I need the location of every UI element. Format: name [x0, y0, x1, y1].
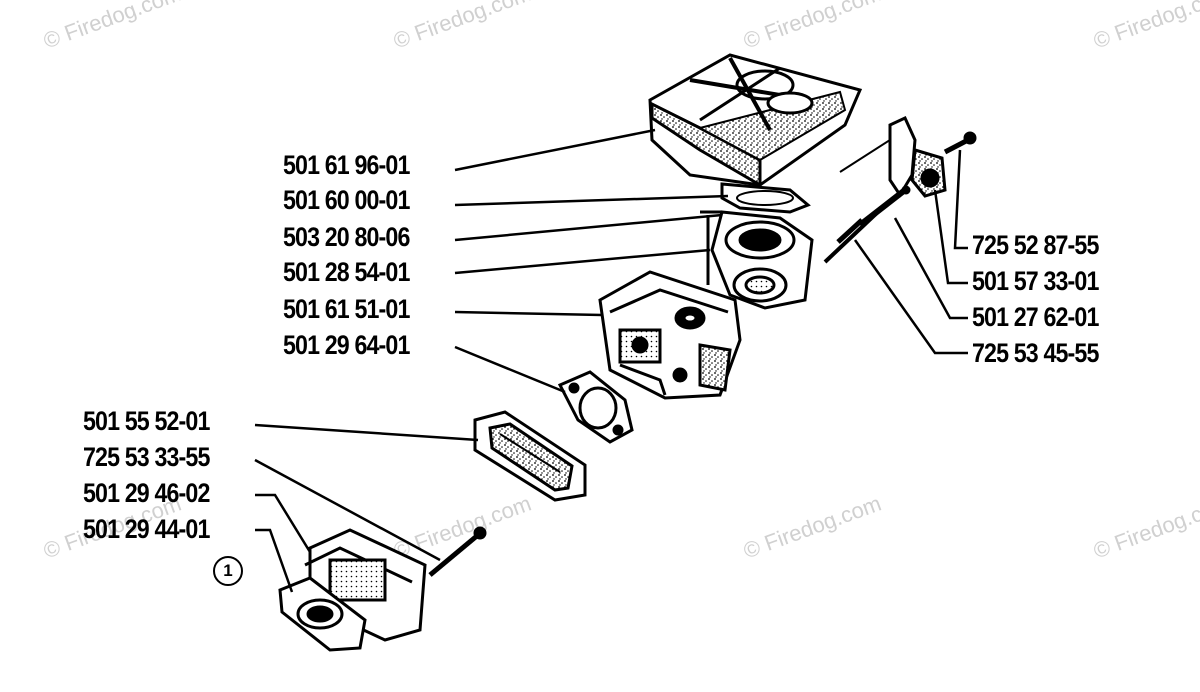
screw-drawing: [943, 131, 977, 155]
filter-gasket-drawing: [720, 182, 811, 214]
part-number-label: 501 29 46-02: [83, 478, 210, 508]
spacer-drawing: [473, 410, 587, 502]
leader-lines-left: [254, 128, 729, 593]
throttle-bracket-drawing: [839, 116, 947, 198]
part-number-label: 725 52 87-55: [972, 230, 1099, 260]
part-number-label: 501 27 62-01: [972, 302, 1099, 332]
part-number-label: 725 53 33-55: [83, 442, 210, 472]
part-number-label: 501 55 52-01: [83, 406, 210, 436]
part-number-label: 501 61 51-01: [283, 294, 410, 324]
part-number-label: 725 53 45-55: [972, 338, 1099, 368]
part-number-label: 501 61 96-01: [283, 150, 410, 180]
air-filter-drawing: [648, 53, 863, 188]
intake-boot-drawing: [278, 528, 427, 652]
intake-adapter-drawing: [700, 210, 814, 310]
carburetor-drawing: [598, 270, 742, 400]
part-number-label: 501 29 44-01: [83, 514, 210, 544]
carburetor-gasket-drawing: [557, 370, 634, 444]
part-number-label: 503 20 80-06: [283, 222, 410, 252]
part-number-label: 501 29 64-01: [283, 330, 410, 360]
leader-lines-right: [853, 149, 968, 355]
screw-drawing: [836, 218, 864, 244]
part-number-label: 501 28 54-01: [283, 257, 410, 287]
screw-drawing: [428, 526, 487, 577]
part-number-label: 501 57 33-01: [972, 266, 1099, 296]
callout-number: 1: [213, 556, 243, 586]
pin-drawing: [823, 185, 911, 264]
part-number-label: 501 60 00-01: [283, 185, 410, 215]
